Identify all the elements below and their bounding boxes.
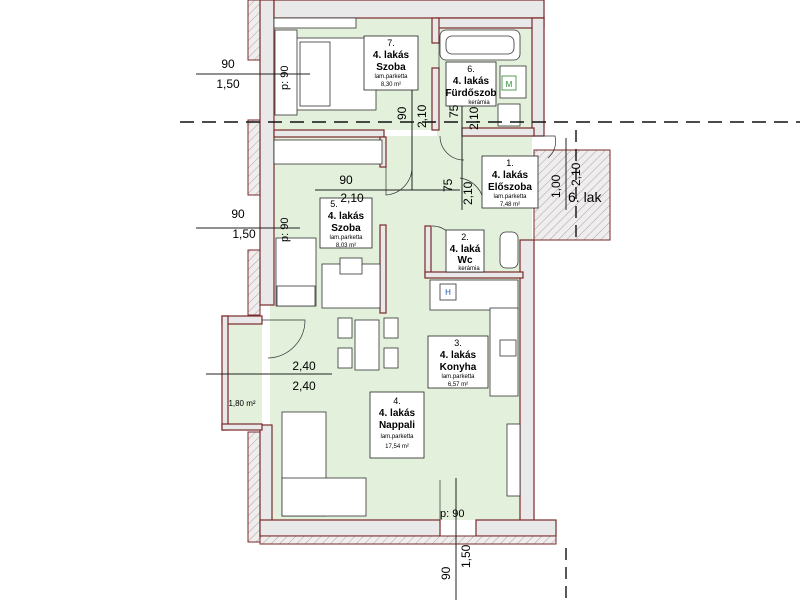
- window-parapet-label: p: 90: [279, 218, 291, 242]
- room-material: lam.parketta: [329, 235, 363, 241]
- door-width-label: 90: [395, 106, 409, 120]
- room-unit: 4. lakás: [453, 76, 490, 87]
- room-material: lam.parketta: [374, 74, 408, 80]
- room-name: Szoba: [331, 223, 361, 234]
- room-area: 17,54 m²: [385, 444, 409, 450]
- room-unit: 4. lakás: [373, 50, 410, 61]
- window-height-label: 1,50: [459, 544, 473, 568]
- room-name: Nappali: [379, 420, 415, 431]
- room-number: 5.: [330, 199, 338, 209]
- room-unit: 4. lakás: [440, 350, 477, 361]
- label-box: [445, 61, 497, 107]
- room-number: 6.: [467, 64, 475, 74]
- door-width-label: 75: [447, 104, 461, 118]
- door-width-label: 90: [339, 173, 353, 187]
- room-name: Szoba: [376, 62, 406, 73]
- room-number: 4.: [393, 396, 401, 406]
- room-area: 7,48 m²: [500, 202, 520, 208]
- label-box: [481, 155, 539, 209]
- door-height-label: 2,10: [467, 106, 481, 130]
- room-label-konyha: 3. 4. lakás Konyha lam.parketta 6,57 m²: [427, 335, 489, 389]
- label-box: [445, 229, 485, 273]
- door-width-label: 1,00: [549, 174, 563, 198]
- room-material: lam.parketta: [493, 194, 527, 200]
- room-material: kerámia: [458, 266, 480, 272]
- neighbor-unit-label: 6. lak: [568, 189, 602, 205]
- room-number: 3.: [454, 338, 462, 348]
- room-material: lam.parketta: [380, 434, 414, 440]
- room-label-eloszoba: 1. 4. lakás Előszoba lam.parketta 7,48 m…: [481, 155, 539, 209]
- label-box: [369, 391, 425, 459]
- window-parapet-label: p: 90: [440, 508, 464, 520]
- room-label-szoba5: 5. 4. lakás Szoba lam.parketta 8,03 m²: [319, 197, 373, 249]
- dimension-guides: [196, 73, 567, 600]
- room-label-wc: 2. 4. laká Wc kerámia: [445, 229, 485, 273]
- balcony-door-height-label: 2,40: [292, 379, 316, 393]
- room-area: 6,57 m²: [448, 382, 468, 388]
- door-width-label: 75: [441, 178, 455, 192]
- door-height-label: 2,10: [415, 104, 429, 128]
- room-number: 1.: [506, 158, 514, 168]
- room-unit: 4. lakás: [492, 170, 529, 181]
- window-height-label: 1,50: [232, 227, 256, 241]
- balcony-area-label: 1,80 m²: [228, 399, 255, 408]
- stove-mark: H: [445, 288, 451, 297]
- room-label-szoba7: 7. 4. lakás Szoba lam.parketta 8,30 m²: [363, 35, 419, 91]
- room-name: Konyha: [440, 362, 477, 373]
- room-name: Fürdőszob: [445, 88, 496, 99]
- walls: [221, 0, 611, 545]
- room-label-nappali: 4. 4. lakás Nappali lam.parketta 17,54 m…: [369, 391, 425, 459]
- window-height-label: 1,50: [216, 77, 240, 91]
- room-area: 8,03 m²: [336, 243, 356, 249]
- room-name: Wc: [458, 255, 473, 266]
- boiler-fixture: [501, 75, 517, 91]
- room-unit: 4. lakás: [328, 211, 365, 222]
- furniture: [273, 17, 527, 517]
- door-height-label: 2,10: [340, 191, 364, 205]
- balcony-door-width-label: 2,40: [292, 359, 316, 373]
- door-height-label: 2,10: [461, 181, 475, 205]
- window-width-label: 90: [439, 566, 453, 580]
- window-width-label: 90: [221, 57, 235, 71]
- label-box: [319, 197, 373, 249]
- room-material: kerámia: [468, 100, 490, 106]
- label-box: [427, 335, 489, 389]
- room-number: 2.: [461, 232, 469, 242]
- room-unit: 4. lakás: [379, 408, 416, 419]
- room-material: lam.parketta: [441, 374, 475, 380]
- stove-fixture: [439, 283, 457, 301]
- room-name: Előszoba: [488, 182, 532, 193]
- room-label-furdo: 6. 4. lakás Fürdőszob kerámia: [445, 61, 497, 107]
- room-number: 7.: [387, 38, 395, 48]
- dimension-labels: 90 1,50 p: 90 90 1,50 p: 90 90 2,10 75 2…: [216, 57, 583, 580]
- window-parapet-label: p: 90: [279, 66, 291, 90]
- room-unit: 4. laká: [450, 244, 481, 255]
- door-height-label: 2,10: [569, 162, 583, 186]
- label-box: [363, 35, 419, 91]
- window-width-label: 90: [231, 207, 245, 221]
- room-area: 8,30 m²: [381, 82, 401, 88]
- boiler-mark: M: [506, 80, 513, 89]
